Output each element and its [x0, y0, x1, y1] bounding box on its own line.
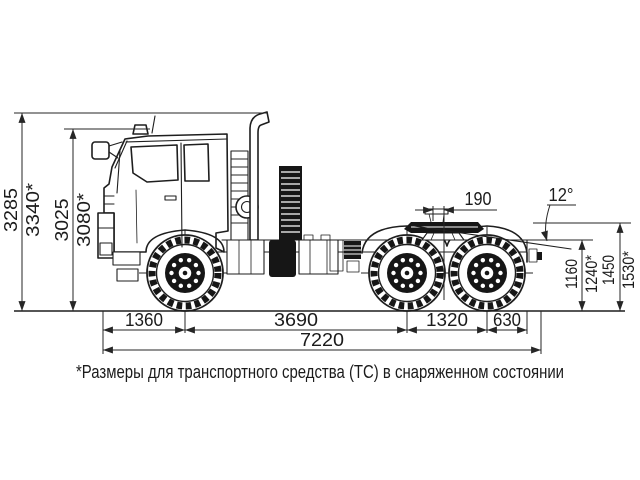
cab-step-upper [112, 251, 141, 266]
fifth-wheel-support [421, 232, 465, 241]
headlight [99, 242, 113, 256]
front-bumper [97, 212, 115, 259]
behind-cab-equipment [230, 111, 302, 241]
dim-label-bogie-base: 1320 [426, 310, 468, 330]
mirror-arm [108, 151, 119, 159]
rear-fenders [361, 225, 528, 263]
rear-lamp-lens [537, 252, 542, 260]
bracket-box [329, 239, 344, 272]
side-mirror [91, 141, 110, 160]
dim-label-saddle-height: 1450 [600, 255, 618, 285]
small-box [346, 260, 360, 273]
dim-label-rear-overhang: 630 [493, 310, 521, 330]
mirror-arm [108, 141, 123, 147]
door-window [130, 144, 179, 183]
ramp-angle-line [413, 225, 572, 250]
dim-label-front-overhang: 1360 [125, 310, 163, 330]
exhaust-stack [249, 111, 270, 241]
truck-side-view [14, 111, 625, 333]
dimension-annotations: 3285 3340* 3025 3080* 190 12° 1160 1240*… [1, 112, 638, 354]
dim-label-wheelbase: 3690 [274, 310, 318, 330]
air-intake-column [279, 166, 302, 240]
dim-label-cab-height: 3025 [52, 199, 72, 242]
door-handle [164, 195, 177, 201]
intake-ribs [281, 171, 300, 233]
dim-label-overall-height: 3285 [1, 188, 21, 232]
dim-label-ramp-angle: 12° [549, 185, 574, 205]
toolbox [226, 239, 265, 275]
dim-label-fifth-wheel-lead: 190 [465, 189, 492, 209]
dim-label-cab-height-loaded: 3080* [74, 193, 94, 247]
front-wheel [147, 235, 223, 311]
dim-label-overall-height-loaded: 3340* [23, 183, 43, 237]
middle-wheel [369, 235, 445, 311]
frame-equipment [226, 234, 542, 277]
side-window [183, 143, 210, 182]
grab-rail [116, 150, 121, 194]
battery-box [298, 239, 339, 275]
rear-wheel [449, 235, 525, 311]
dim-label-frame-height-loaded: 1240* [583, 255, 601, 293]
roof-edge [125, 138, 228, 143]
footnote-text: *Размеры для транспортного средства (ТС)… [76, 362, 564, 382]
windshield-pillar [114, 140, 128, 169]
door-rear-edge [180, 142, 183, 248]
cab-step-lower [116, 268, 139, 282]
antenna [151, 115, 156, 134]
dim-label-overall-length: 7220 [300, 330, 344, 350]
door-front-edge [135, 189, 138, 244]
fuel-tank [269, 240, 296, 277]
rear-lamp [528, 248, 538, 263]
dim-label-saddle-height-loaded: 1530* [620, 251, 638, 289]
angle-leader-arc [541, 204, 551, 242]
dim-label-frame-height: 1160 [563, 259, 581, 289]
